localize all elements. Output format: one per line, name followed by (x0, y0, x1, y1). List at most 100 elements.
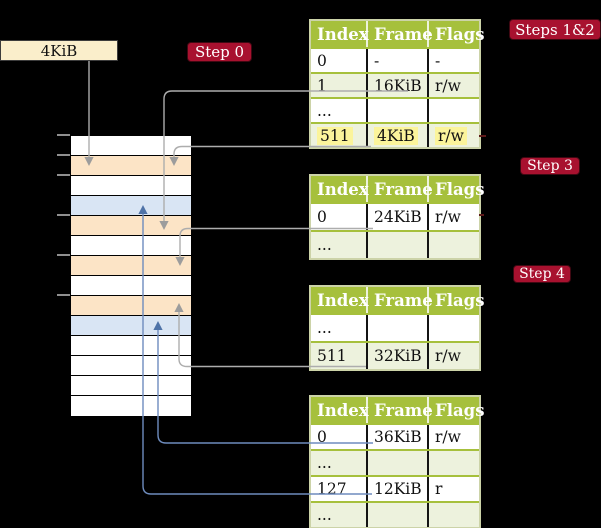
memory-frame-7-peach (71, 256, 191, 276)
column-header-frame: Frame (368, 287, 433, 313)
memory-frame-14-white (71, 396, 191, 416)
table-cell (429, 503, 479, 527)
step-badge-1-2: Steps 1&2 (509, 19, 601, 40)
table-cell: r/w (429, 124, 479, 147)
cell-text: ... (317, 506, 332, 524)
cell-text: 32KiB (374, 347, 422, 365)
cell-text: r/w (435, 208, 461, 226)
memory-frame-3-white (71, 176, 191, 196)
arrow-stub (479, 135, 486, 137)
table-cell: 1 (311, 74, 368, 97)
table-cell (429, 232, 479, 258)
memory-tick (57, 214, 70, 216)
table-cell: 0 (311, 204, 368, 230)
cell-text: r/w (435, 76, 461, 95)
step-badge-3: Step 3 (520, 157, 580, 175)
cell-text: ... (317, 236, 332, 254)
table-cell: ... (311, 451, 368, 475)
table-row: 0-- (311, 47, 479, 72)
cell-text: 1 (317, 76, 327, 95)
table-cell: 127 (311, 477, 368, 501)
table-cell: 36KiB (368, 425, 429, 449)
cell-text: 127 (317, 480, 347, 498)
table-cell (429, 451, 479, 475)
memory-frame-2-peach (71, 156, 191, 176)
memory-tick (57, 254, 70, 256)
column-header-flags: Flags (435, 179, 485, 199)
cell-text: 4KiB (374, 126, 418, 145)
cell-text: 36KiB (374, 428, 422, 446)
step-badge-4: Step 4 (513, 265, 571, 283)
table-cell: 32KiB (368, 343, 429, 369)
cell-text: 511 (317, 126, 353, 145)
column-header-frame: Frame (368, 176, 433, 202)
memory-frame-5-peach (71, 216, 191, 236)
table-cell (429, 99, 479, 122)
table-cell (368, 503, 429, 527)
table-cell: ... (311, 99, 368, 122)
column-header-frame: Frame (368, 397, 433, 423)
table-cell (368, 451, 429, 475)
cell-text: r (435, 480, 443, 498)
column-header-index: Index (311, 287, 369, 313)
arrow-stub (479, 214, 484, 216)
memory-frame-13-white (71, 376, 191, 396)
table-cell: 12KiB (368, 477, 429, 501)
table-row: 511 4KiB r/w (311, 122, 479, 147)
table-cell (368, 99, 429, 122)
cell-text: r/w (435, 428, 461, 446)
table-cell: ... (311, 232, 368, 258)
table-row: ... (311, 313, 479, 341)
step-badge-0-label: Step 0 (194, 43, 245, 61)
step-badge-3-label: Step 3 (527, 158, 573, 174)
physical-memory-column (70, 135, 192, 417)
table-cell: r/w (429, 425, 479, 449)
table-cell: 0 (311, 425, 368, 449)
cell-text: 511 (317, 347, 347, 365)
table-row: 1 16KiB r/w (311, 72, 479, 97)
table-row: ... (311, 449, 479, 475)
cell-text: r/w (435, 347, 461, 365)
memory-frame-10-blue (71, 316, 191, 336)
memory-tick (57, 154, 70, 156)
root-pointer-label: 4KiB (40, 41, 78, 60)
table-cell: 16KiB (368, 74, 429, 97)
table-cell: - (429, 49, 479, 72)
memory-tick (57, 174, 70, 176)
table-row: 0 24KiB r/w (311, 202, 479, 230)
column-header-index: Index (311, 397, 369, 423)
memory-tick (57, 134, 70, 136)
table-cell: 511 (311, 124, 368, 147)
cell-text: 12KiB (374, 480, 422, 498)
table-cell: ... (311, 503, 368, 527)
table-cell (368, 315, 429, 341)
cell-text: - (374, 51, 380, 70)
memory-frame-6-white (71, 236, 191, 256)
table-cell: r/w (429, 74, 479, 97)
step-badge-4-label: Step 4 (519, 266, 565, 282)
cell-text: ... (317, 319, 332, 337)
table-row: 0 36KiB r/w (311, 423, 479, 449)
cell-text: ... (317, 454, 332, 472)
cell-text: 24KiB (374, 208, 422, 226)
memory-frame-11-white (71, 336, 191, 356)
table-cell (429, 315, 479, 341)
table-cell: r (429, 477, 479, 501)
table-row: 127 12KiB r (311, 475, 479, 501)
memory-frame-9-peach (71, 296, 191, 316)
memory-frame-12-white (71, 356, 191, 376)
cell-text: 0 (317, 428, 327, 446)
memory-frame-4-blue (71, 196, 191, 216)
column-header-flags: Flags (435, 400, 485, 420)
column-header-flags: Flags (435, 290, 485, 310)
memory-tick (57, 294, 70, 296)
table-row: ... (311, 97, 479, 122)
table-row: 511 32KiB r/w (311, 341, 479, 369)
cell-text: r/w (435, 126, 467, 145)
